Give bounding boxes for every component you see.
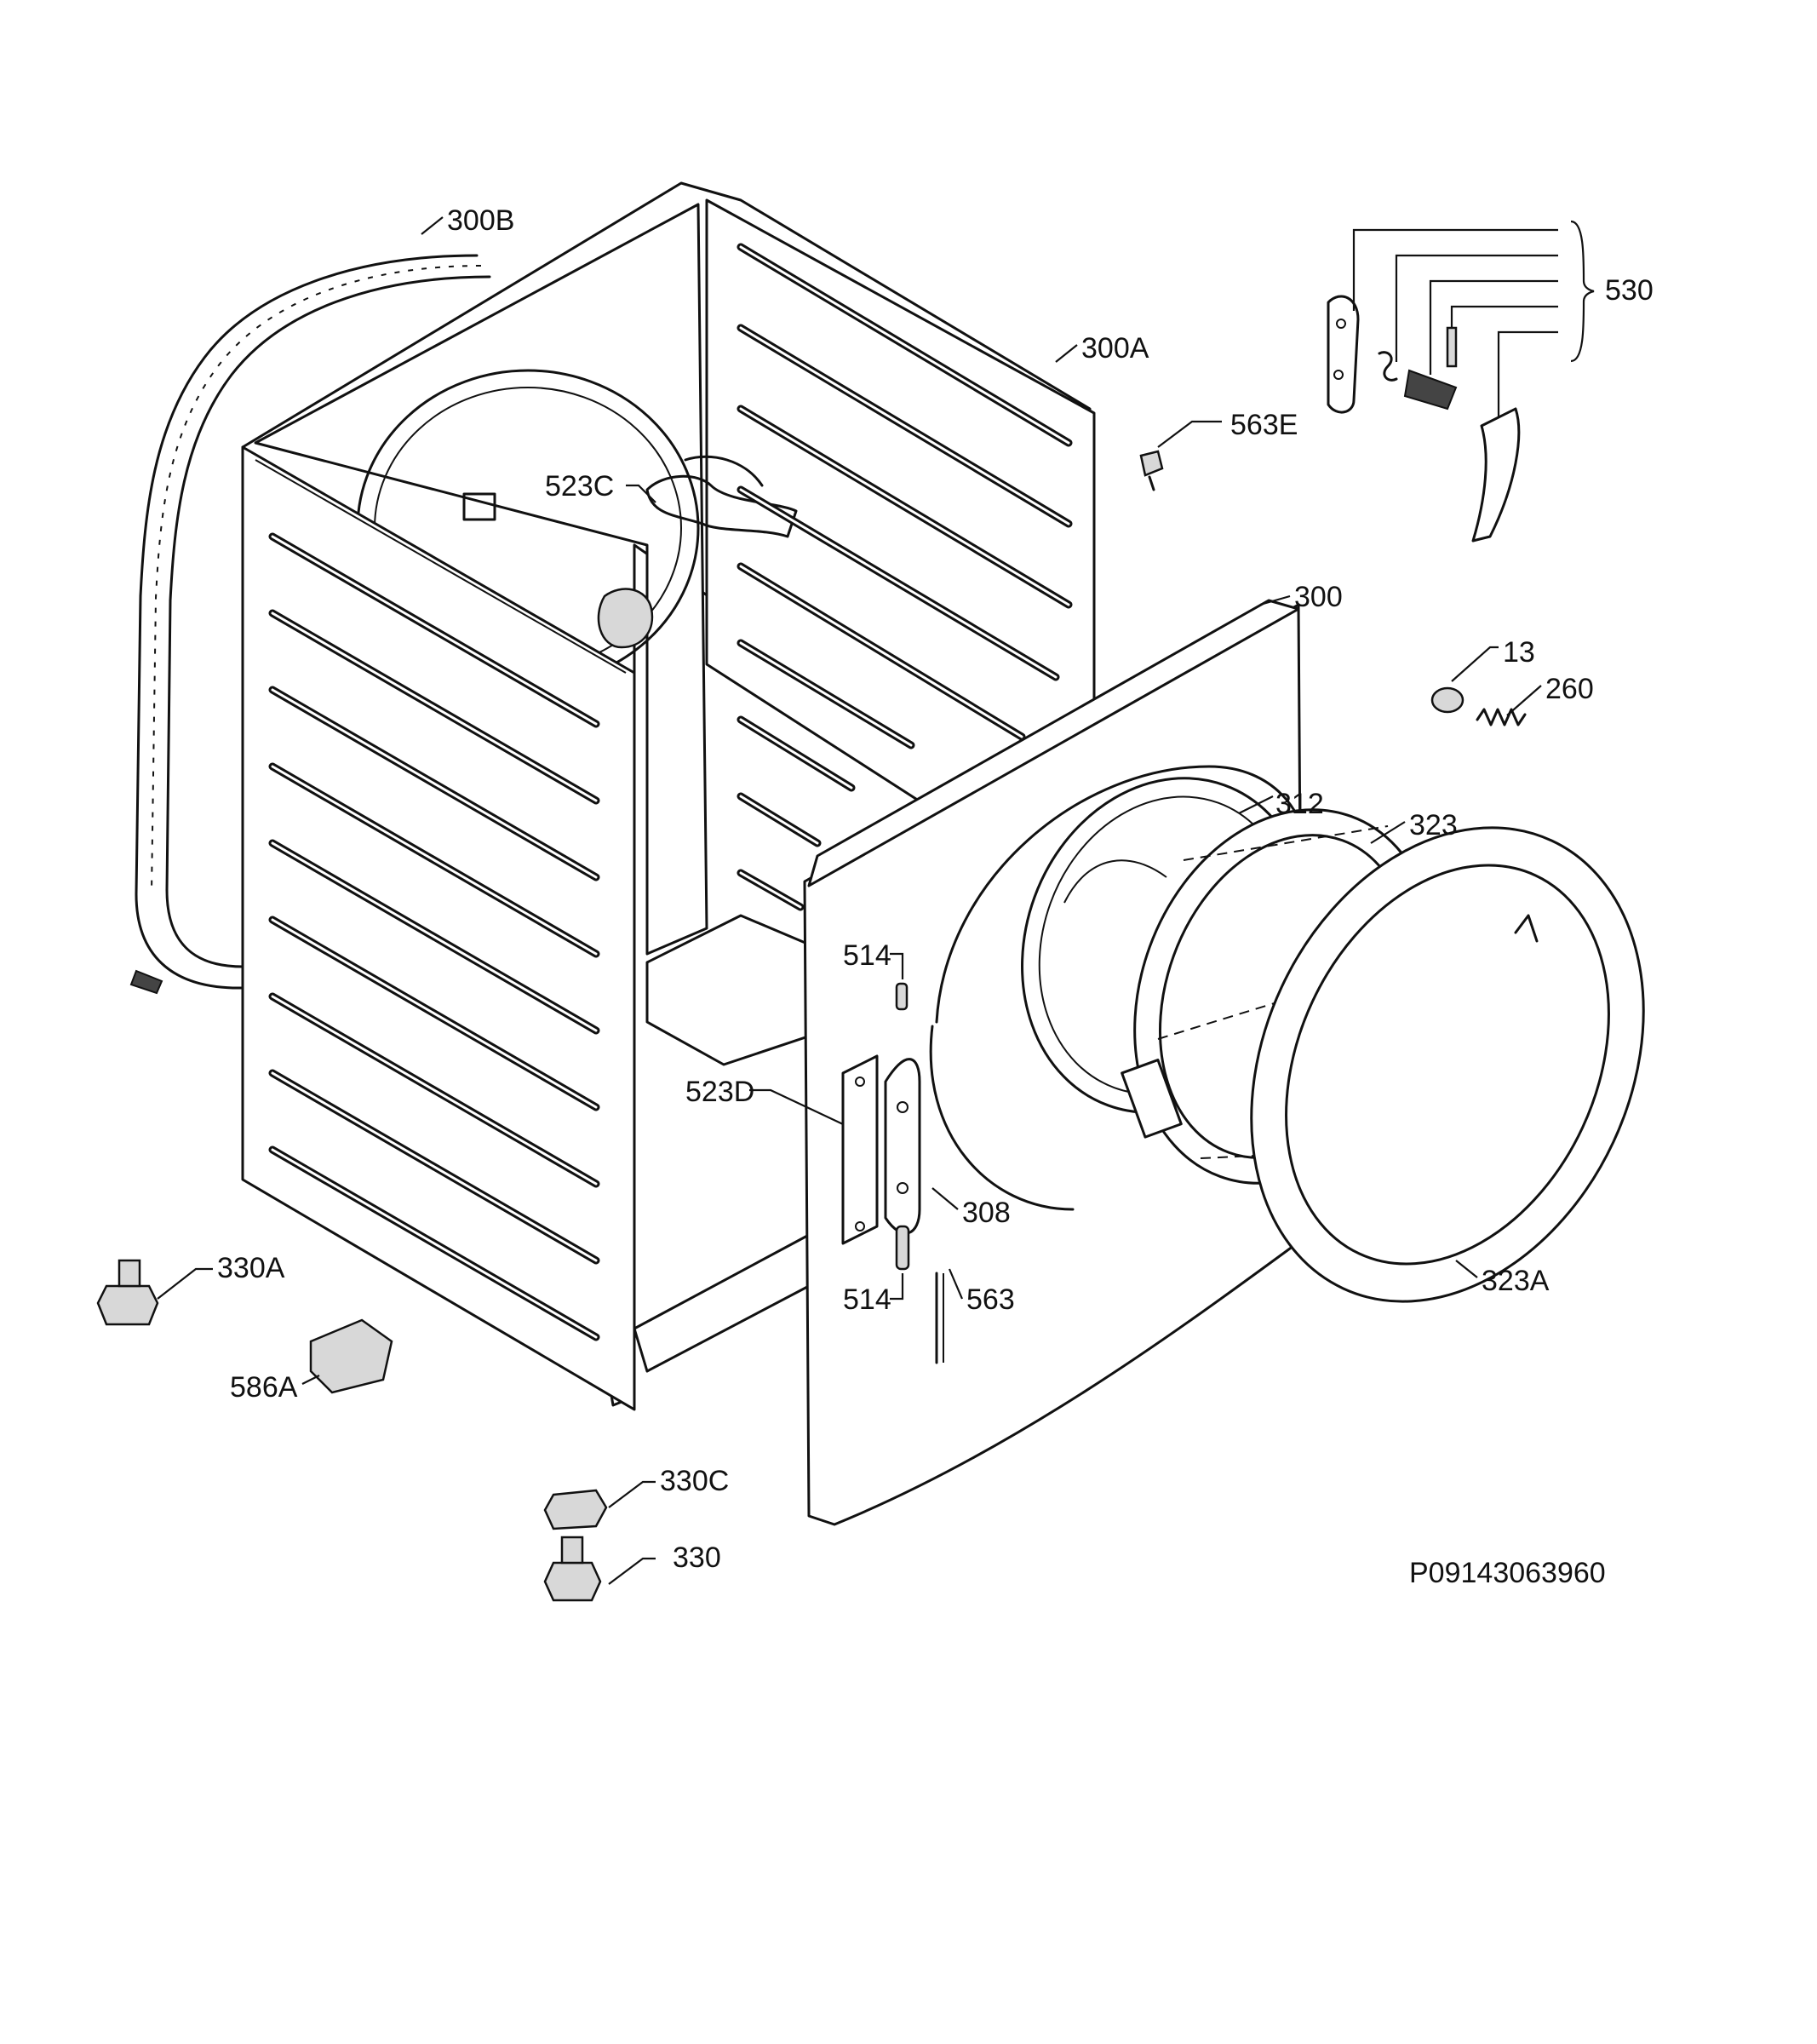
hinge-assembly[interactable]	[841, 982, 944, 1364]
label-308: 308	[962, 1197, 1011, 1229]
lock-parts-530[interactable]	[1327, 295, 1521, 543]
label-260: 260	[1545, 673, 1594, 705]
label-586a: 586A	[230, 1371, 298, 1404]
label-563: 563	[966, 1283, 1015, 1316]
rear-duct-300b[interactable]	[129, 254, 491, 995]
left-side-panel[interactable]	[241, 445, 636, 1411]
label-323: 323	[1409, 809, 1458, 841]
label-523d: 523D	[685, 1076, 754, 1108]
right-panel-slots	[737, 243, 1073, 911]
label-312: 312	[1275, 788, 1324, 820]
door-outer-ring-323a[interactable]	[1178, 763, 1718, 1365]
label-330: 330	[673, 1542, 721, 1574]
label-530: 530	[1605, 274, 1654, 307]
label-300b: 300B	[447, 204, 514, 237]
drawing-id: P09143063960	[1409, 1557, 1606, 1589]
label-13: 13	[1503, 636, 1535, 669]
leader-lines	[157, 216, 1595, 1585]
label-300: 300	[1294, 581, 1343, 613]
label-330c: 330C	[660, 1465, 729, 1497]
label-300a: 300A	[1081, 332, 1149, 365]
label-330a: 330A	[217, 1252, 285, 1284]
label-514-top: 514	[843, 939, 891, 972]
label-514-bottom: 514	[843, 1283, 891, 1316]
label-323a: 323A	[1482, 1265, 1550, 1297]
label-563e: 563E	[1230, 409, 1298, 441]
label-523c: 523C	[545, 470, 614, 502]
small-parts[interactable]	[96, 450, 1527, 1602]
part-labels: 300B 300A 530 563E 523C 300 13 260 312 3…	[217, 204, 1654, 1589]
